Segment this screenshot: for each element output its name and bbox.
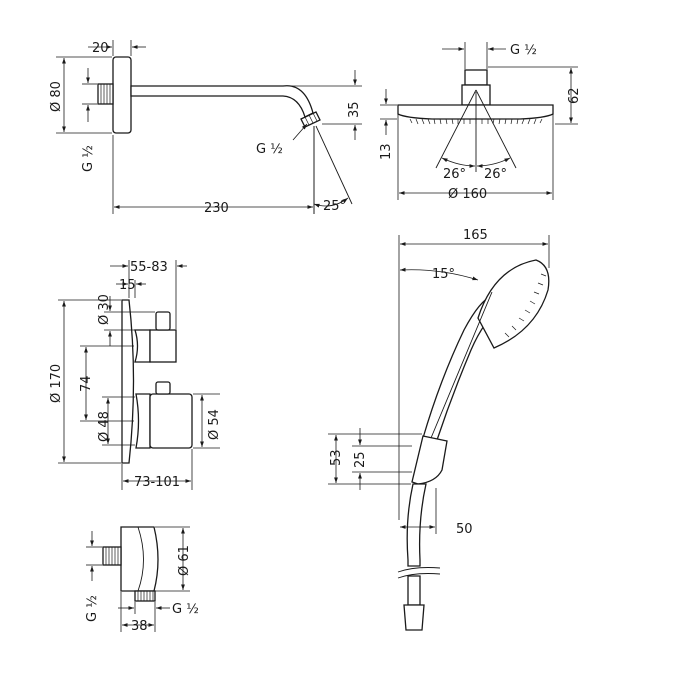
hand-shower-hose-lower (407, 575, 421, 606)
mixer-handle-body (135, 393, 151, 449)
head-plate (397, 104, 554, 120)
arm-outlet-thread-label: G ½ (256, 142, 283, 157)
head-plate-label: 13 (379, 143, 394, 160)
mixer-knob (149, 329, 177, 363)
arm-angle-label: 25° (323, 199, 346, 214)
hose-break (397, 567, 441, 579)
hose-end-nut (403, 604, 425, 631)
mixer-handle-button (155, 381, 171, 395)
shower-arm-view: 20 Ø 80 G ½ G ½ 35 230 25° (49, 40, 362, 216)
arm-tube (130, 85, 314, 118)
outlet-thread-in-label: G ½ (85, 595, 100, 622)
wall-outlet-view: G ½ G ½ Ø 61 38 (85, 526, 199, 634)
mixer-rosette (121, 299, 135, 464)
spray-angle-right-label: 26° (484, 167, 507, 182)
hand-shower-length-label: 165 (463, 228, 488, 243)
outlet-depth-label: 38 (131, 619, 148, 634)
outlet-thread-out-label: G ½ (172, 602, 199, 617)
arm-thread-connector (97, 83, 114, 105)
hose-offset-label: 50 (456, 522, 473, 537)
head-connector-nut (464, 69, 488, 86)
outlet-thread-out (134, 590, 156, 602)
overhead-shower-view: 26° 26° G ½ 62 13 Ø 160 (379, 42, 582, 202)
mixer-knob-body (134, 329, 151, 363)
spray-angle-left-label: 26° (443, 167, 466, 182)
mixer-view: 55-83 15 Ø 30 Ø 170 74 Ø 48 Ø 54 (49, 260, 222, 490)
arm-width-label: 20 (92, 41, 109, 56)
hand-shower-angle-label: 15° (432, 267, 455, 282)
mixer-inner-dia-label: Ø 48 (97, 411, 112, 442)
hand-shower-head (477, 259, 550, 349)
mixer-spacing-label: 74 (79, 375, 94, 392)
mixer-knob-stem (155, 311, 171, 331)
arm-flange-dia-label: Ø 80 (49, 81, 64, 112)
arm-wall-flange (112, 56, 132, 134)
head-height-label: 62 (567, 87, 582, 104)
arm-length-label: 230 (204, 201, 229, 216)
holder-height-label: 53 (329, 449, 344, 466)
head-diameter-label: Ø 160 (448, 187, 487, 202)
holder-inner-label: 25 (353, 451, 368, 468)
outlet-diameter-label: Ø 61 (177, 545, 192, 576)
arm-thread-hatching (100, 84, 111, 104)
hand-shower-holder (411, 435, 448, 485)
mixer-rosette-dia-label: Ø 170 (49, 364, 64, 403)
hand-shower-hose (406, 483, 427, 567)
arm-thread-label: G ½ (81, 145, 96, 172)
mixer-offset-label: 15 (119, 278, 136, 293)
outlet-body (120, 526, 159, 592)
mixer-knob-dia-label: Ø 30 (97, 294, 112, 325)
head-thread-label: G ½ (510, 43, 537, 58)
mixer-handle (149, 393, 193, 449)
mixer-total-depth-label: 73-101 (134, 475, 180, 490)
hand-shower-nozzles (504, 273, 547, 338)
arm-drop-label: 35 (347, 101, 362, 118)
hand-shower-view: 165 15° 53 25 50 (328, 228, 550, 631)
mixer-depth-range-label: 55-83 (130, 260, 168, 275)
mixer-handle-dia-label: Ø 54 (207, 409, 222, 440)
